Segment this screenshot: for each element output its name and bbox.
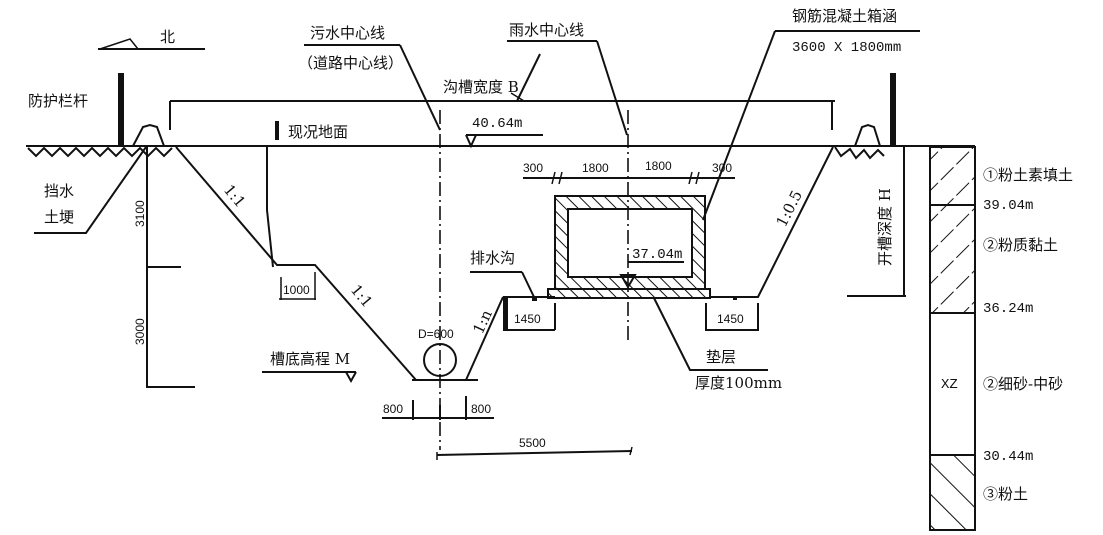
culvert-half-right-dim: 1800 (645, 159, 672, 173)
soil-layer-4-name: ③粉土 (983, 485, 1028, 503)
slope-upper-label: 1:1 (220, 181, 249, 211)
cushion-label: 垫层 (706, 348, 736, 366)
spacing-dimension (436, 446, 633, 460)
road-centerline-label: （道路中心线） (298, 54, 403, 72)
depth-upper-dim: 3100 (133, 200, 147, 227)
sewage-centerline-label: 污水中心线 (310, 24, 385, 42)
soil-elevation-3: 30.44m (983, 449, 1033, 465)
slope-n-label: 1:n (469, 307, 496, 337)
ground-elevation-marker (465, 134, 543, 149)
existing-ground-leader (266, 146, 274, 268)
ground-hatch-left (27, 146, 173, 158)
sewage-pipe (423, 343, 457, 377)
right-ledge-dim: 1450 (717, 312, 744, 326)
box-elevation: 37.04m (632, 247, 682, 263)
north-arrow: 北 (98, 28, 205, 50)
culvert-dimension (523, 171, 735, 185)
soil-layer-3-code: XZ (941, 377, 958, 393)
drain-leader (521, 271, 535, 298)
soil-layer-2-name: ②粉质黏土 (983, 236, 1058, 254)
cushion-thickness: 厚度100mm (695, 374, 782, 392)
cushion-leader (653, 297, 768, 371)
retaining-bank-left (132, 123, 165, 147)
trench-width-dimension (169, 53, 835, 130)
slope-n-line (465, 296, 504, 381)
depth-dimension-left (146, 147, 195, 388)
box-elevation-marker (619, 274, 637, 289)
culvert-half-left-dim: 1800 (582, 161, 609, 175)
soil-layer-1 (929, 146, 976, 206)
north-label: 北 (160, 28, 175, 46)
soil-profile-column (929, 146, 976, 531)
berm-dimension (279, 272, 316, 300)
trench-depth-label: 开槽深度 H (876, 188, 894, 266)
soil-elevation-2: 36.24m (983, 301, 1033, 317)
ground-elevation: 40.64m (472, 116, 522, 132)
left-ledge-dimension (507, 303, 556, 331)
cushion-layer (547, 288, 711, 299)
retaining-bank-right (854, 123, 881, 147)
ground-hatch-right (834, 146, 885, 160)
soil-elevation-1: 39.04m (983, 198, 1033, 214)
drain-ditch-right (733, 297, 737, 300)
soil-layer-2 (929, 204, 976, 314)
guardrail-label: 防护栏杆 (28, 92, 88, 110)
sewage-leader (399, 44, 441, 131)
left-ledge-dim: 1450 (514, 312, 541, 326)
trench-bottom-label: 槽底高程 M (270, 350, 350, 368)
trench-bottom-marker (345, 371, 357, 384)
culvert-leader (702, 30, 776, 221)
pipe-left-dim: 800 (383, 402, 403, 416)
drain-ditch-label: 排水沟 (470, 249, 515, 267)
soil-layer-3-name: ②细砂-中砂 (983, 375, 1063, 393)
culvert-size: 3600 X 1800mm (792, 40, 901, 56)
guardrail-post-left (118, 73, 124, 147)
existing-ground-label: 现况地面 (288, 123, 348, 141)
culvert-label: 钢筋混凝土箱涵 (792, 7, 897, 25)
rain-leader (596, 40, 628, 136)
culvert-wall-right-dim: 300 (712, 161, 732, 175)
soil-layer-1-name: ①粉土素填土 (983, 166, 1073, 184)
pipe-right-dim: 800 (471, 402, 491, 416)
culvert-wall-left-dim: 300 (523, 161, 543, 175)
box-culvert (547, 195, 711, 299)
spacing-dim: 5500 (519, 436, 546, 450)
soil-layer-3 (929, 312, 976, 456)
existing-ground-marker (275, 121, 279, 140)
drain-wall-left (503, 297, 508, 331)
left-slope (175, 146, 417, 381)
pipe-diameter: D=600 (418, 327, 454, 341)
soil-layer-4 (929, 454, 976, 531)
rain-centerline-label: 雨水中心线 (509, 21, 584, 39)
retaining-bank-label-1: 挡水 (44, 182, 74, 200)
depth-lower-dim: 3000 (133, 318, 147, 345)
guardrail-post-right (890, 73, 896, 147)
drain-ditch-left (532, 297, 537, 301)
retaining-bank-leader (34, 146, 147, 234)
right-ledge-dimension (705, 303, 759, 331)
slope-right-label: 1:0.5 (773, 187, 806, 229)
right-slope (710, 146, 834, 298)
berm-dim: 1000 (283, 283, 310, 297)
trench-width-label: 沟槽宽度 B (443, 78, 519, 96)
trench-depth-dimension (847, 147, 906, 297)
retaining-bank-label-2: 土埂 (44, 208, 74, 226)
pipe-dimension (382, 396, 494, 420)
